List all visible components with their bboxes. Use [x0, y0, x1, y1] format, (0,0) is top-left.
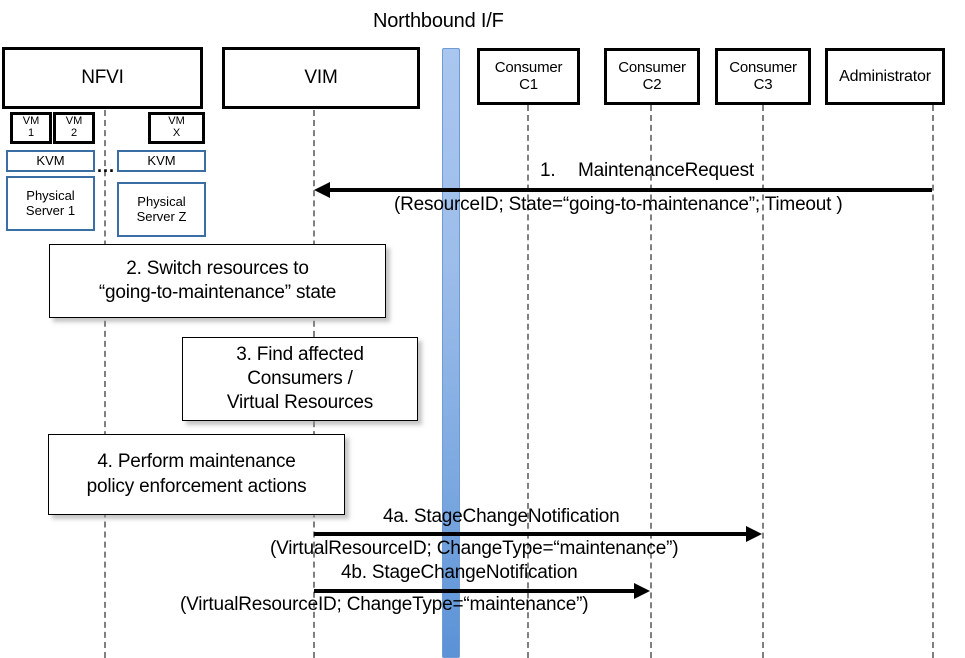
physical-server-z-line2: Server Z [136, 208, 187, 224]
vm-label-x-line1: VM [168, 115, 185, 128]
lifeline-nfvi [104, 110, 106, 658]
kvm-box-2[interactable]: KVM [117, 150, 206, 172]
page-title: Northbound I/F [373, 10, 504, 32]
kvm-box-1[interactable]: KVM [6, 150, 95, 172]
lifeline-consumer-c3 [762, 105, 764, 658]
actor-label-consumer-c2-line2: C2 [642, 75, 662, 93]
lifeline-consumer-c1 [527, 105, 529, 658]
actor-label-vim: VIM [304, 67, 338, 89]
vm-box-x[interactable]: VM X [148, 112, 205, 144]
message-1-arrowhead-icon [314, 182, 330, 198]
process-step-2-line1: 2. Switch resources to [126, 257, 309, 279]
vm-box-1[interactable]: VM 1 [10, 112, 52, 144]
physical-server-1-line1: Physical [26, 188, 75, 204]
message-4b-arrowhead-icon [634, 583, 650, 599]
message-1-params: (ResourceID; State=“going-to-maintenance… [394, 194, 843, 215]
message-4a-arrow-line [314, 532, 746, 536]
actor-box-consumer-c1[interactable]: Consumer C1 [477, 48, 580, 105]
process-step-3-line3: Virtual Resources [226, 392, 374, 414]
vm-label-1-line2: 1 [27, 127, 35, 139]
process-step-4-line1: 4. Perform maintenance [97, 451, 296, 473]
message-4b-label: 4b. StageChangeNotification [341, 562, 578, 583]
actor-label-consumer-c2-line1: Consumer [618, 58, 686, 76]
actor-label-consumer-c3-line1: Consumer [729, 58, 797, 76]
lifeline-consumer-c2 [650, 105, 652, 658]
process-box-step-4[interactable]: 4. Perform maintenance policy enforcemen… [48, 434, 345, 515]
vm-box-2[interactable]: VM 2 [53, 112, 95, 144]
actor-box-vim[interactable]: VIM [222, 47, 420, 109]
kvm-label-1: KVM [36, 152, 65, 168]
process-step-4-line2: policy enforcement actions [86, 475, 307, 497]
process-step-2-line2: “going-to-maintenance” state [98, 282, 337, 303]
process-step-3-line1: 3. Find affected [236, 343, 364, 365]
message-4a-label: 4a. StageChangeNotification [383, 506, 620, 527]
kvm-label-2: KVM [147, 152, 176, 168]
process-box-step-3[interactable]: 3. Find affected Consumers / Virtual Res… [182, 337, 418, 421]
physical-server-1-line2: Server 1 [25, 202, 76, 218]
actor-label-consumer-c3-line2: C3 [753, 75, 773, 93]
vm-label-2-line1: VM [65, 115, 83, 128]
message-1-arrow-line [330, 188, 932, 192]
message-1-number: 1. [540, 160, 556, 181]
physical-server-z-line1: Physical [137, 194, 186, 210]
vm-label-1-line1: VM [22, 115, 40, 128]
actor-label-consumer-c1-line1: Consumer [494, 58, 563, 76]
actor-box-administrator[interactable]: Administrator [825, 48, 945, 105]
actor-box-consumer-c2[interactable]: Consumer C2 [604, 48, 700, 105]
message-4b-arrow-line [314, 589, 634, 593]
physical-server-box-1[interactable]: Physical Server 1 [6, 176, 95, 231]
actor-box-nfvi[interactable]: NFVI [2, 47, 203, 109]
ellipsis-separator: ... [96, 156, 115, 176]
actor-label-nfvi: NFVI [81, 67, 124, 89]
process-step-3-line2: Consumers / [247, 367, 353, 389]
vm-label-x-line2: X [172, 127, 181, 139]
process-box-step-2[interactable]: 2. Switch resources to “going-to-mainten… [49, 244, 386, 318]
lifeline-administrator [932, 105, 934, 658]
message-4a-params: (VirtualResourceID; ChangeType=“maintena… [270, 538, 679, 559]
physical-server-box-z[interactable]: Physical Server Z [117, 182, 206, 237]
actor-box-consumer-c3[interactable]: Consumer C3 [715, 48, 811, 105]
actor-label-consumer-c1-line2: C1 [519, 75, 538, 93]
message-4a-arrowhead-icon [746, 526, 762, 542]
message-1-name: MaintenanceRequest [578, 160, 754, 181]
actor-label-administrator: Administrator [839, 67, 931, 85]
vm-label-2-line2: 2 [70, 127, 78, 139]
message-4b-params: (VirtualResourceID; ChangeType=“maintena… [180, 594, 589, 615]
